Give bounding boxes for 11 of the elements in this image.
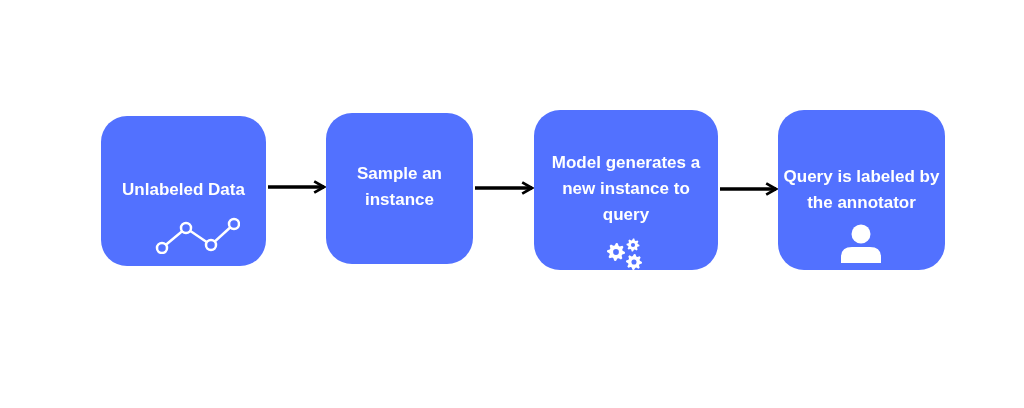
process-box [778, 110, 945, 270]
step-label: Model generates a new instance to query [550, 152, 702, 226]
process-box [326, 113, 473, 264]
arrow [475, 181, 534, 195]
arrow [720, 182, 778, 196]
arrow [268, 180, 326, 194]
process-box [534, 110, 718, 270]
step-label: Unlabeled Data [121, 179, 246, 201]
step-label: Query is labeled by the annotator [782, 166, 941, 214]
process-box [101, 116, 266, 266]
step-label: Sample an instance [355, 163, 443, 211]
